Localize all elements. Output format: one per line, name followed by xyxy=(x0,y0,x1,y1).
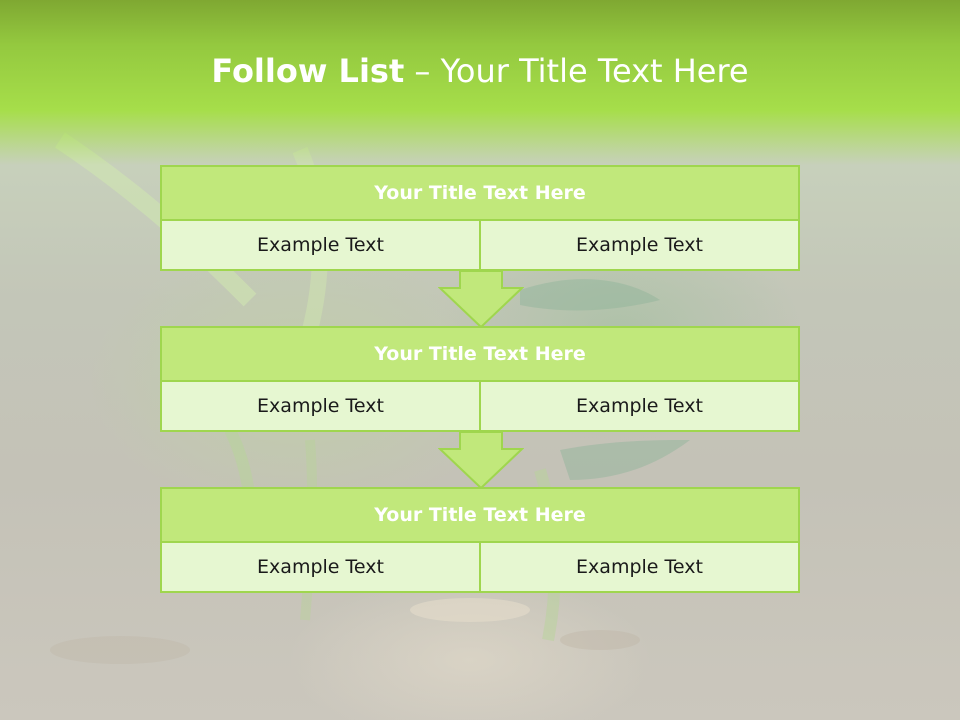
step-title-1: Your Title Text Here xyxy=(160,165,800,221)
step-cell-right-2: Example Text xyxy=(481,382,800,432)
down-arrow-icon xyxy=(438,270,524,328)
title-bold: Follow List xyxy=(211,52,405,90)
step-row-3: Example Text Example Text xyxy=(160,543,800,593)
title-rest: – Your Title Text Here xyxy=(404,52,749,90)
slide-title: Follow List – Your Title Text Here xyxy=(0,52,960,90)
step-title-2: Your Title Text Here xyxy=(160,326,800,382)
step-block-3: Your Title Text Here Example Text Exampl… xyxy=(160,487,800,593)
step-cell-left-2: Example Text xyxy=(160,382,481,432)
step-cell-right-3: Example Text xyxy=(481,543,800,593)
step-row-1: Example Text Example Text xyxy=(160,221,800,271)
step-row-2: Example Text Example Text xyxy=(160,382,800,432)
step-cell-left-1: Example Text xyxy=(160,221,481,271)
step-title-3: Your Title Text Here xyxy=(160,487,800,543)
step-block-1: Your Title Text Here Example Text Exampl… xyxy=(160,165,800,271)
step-cell-left-3: Example Text xyxy=(160,543,481,593)
step-cell-right-1: Example Text xyxy=(481,221,800,271)
header-band xyxy=(0,0,960,165)
step-block-2: Your Title Text Here Example Text Exampl… xyxy=(160,326,800,432)
down-arrow-icon xyxy=(438,431,524,489)
